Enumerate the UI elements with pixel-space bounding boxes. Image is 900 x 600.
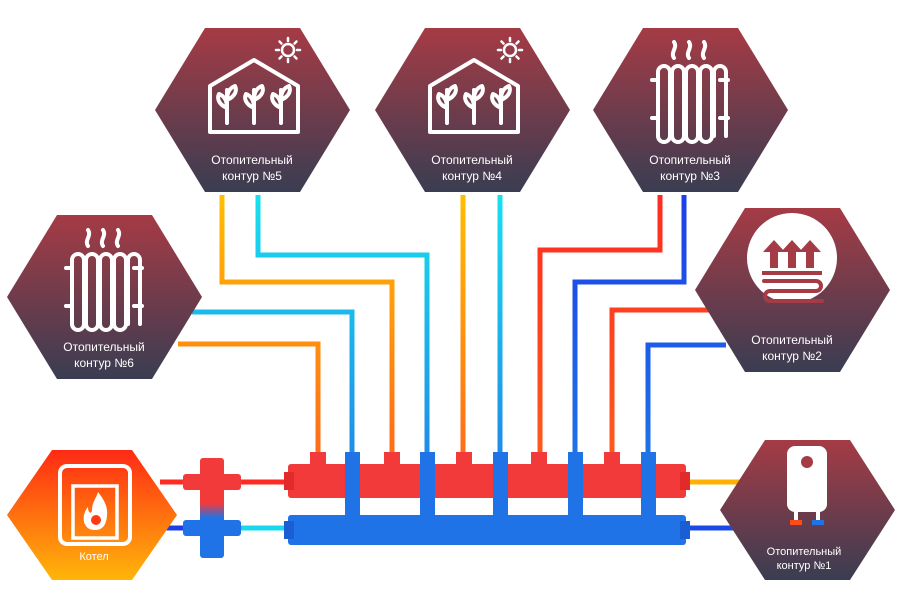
pipe-c6-supply xyxy=(178,341,321,460)
circuit-1-label-line2: контур №1 xyxy=(777,560,832,572)
sun-icon xyxy=(274,36,302,64)
circuit-3-node: Отопительный контур №3 xyxy=(593,28,788,192)
pipe-c3-supply xyxy=(537,195,663,460)
circuit-5-label-line2: контур №5 xyxy=(222,169,282,183)
pipe-c2-return xyxy=(645,342,726,460)
circuit-1-label-line1: Отопительный xyxy=(767,546,842,558)
pipe-c3-return xyxy=(572,195,687,460)
circuit-1-node: Отопительный контур №1 xyxy=(720,440,895,580)
circuit-6-label-line1: Отопительный xyxy=(63,340,144,354)
water-heater-icon xyxy=(787,446,827,525)
pipe-c5-return xyxy=(255,195,430,460)
circuit-6-node: Отопительный контур №6 xyxy=(7,215,202,379)
hydraulic-separator xyxy=(183,458,241,558)
circuit-3-label-line1: Отопительный xyxy=(649,153,730,167)
pipe-c5-supply xyxy=(219,195,395,460)
radiator-icon xyxy=(64,228,144,332)
supply-manifold xyxy=(284,452,690,498)
circuit-5-node: Отопительный контур №5 xyxy=(155,28,350,192)
boiler-label: Котел xyxy=(79,551,108,563)
sun-icon xyxy=(496,36,524,64)
return-manifold xyxy=(284,452,690,545)
boiler-icon xyxy=(58,464,132,546)
circuit-4-label-line2: контур №4 xyxy=(442,169,502,183)
circuit-5-label-line1: Отопительный xyxy=(211,153,292,167)
circuit-4-node: Отопительный контур №4 xyxy=(375,28,570,192)
boiler-node: Котел xyxy=(7,450,177,580)
radiator-icon xyxy=(650,40,730,144)
circuit-4-label-line1: Отопительный xyxy=(431,153,512,167)
circuit-2-label-line2: контур №2 xyxy=(762,349,822,363)
greenhouse-icon xyxy=(428,58,520,134)
pipe-c2-supply xyxy=(609,307,712,460)
circuit-3-label-line2: контур №3 xyxy=(660,169,720,183)
circuit-2-label-line1: Отопительный xyxy=(751,333,832,347)
circuit-2-node: Отопительный контур №2 xyxy=(695,208,890,372)
floor-heating-icon xyxy=(747,213,837,303)
pipe-c6-return xyxy=(192,309,355,460)
circuit-6-label-line2: контур №6 xyxy=(74,356,134,370)
greenhouse-icon xyxy=(208,58,300,134)
